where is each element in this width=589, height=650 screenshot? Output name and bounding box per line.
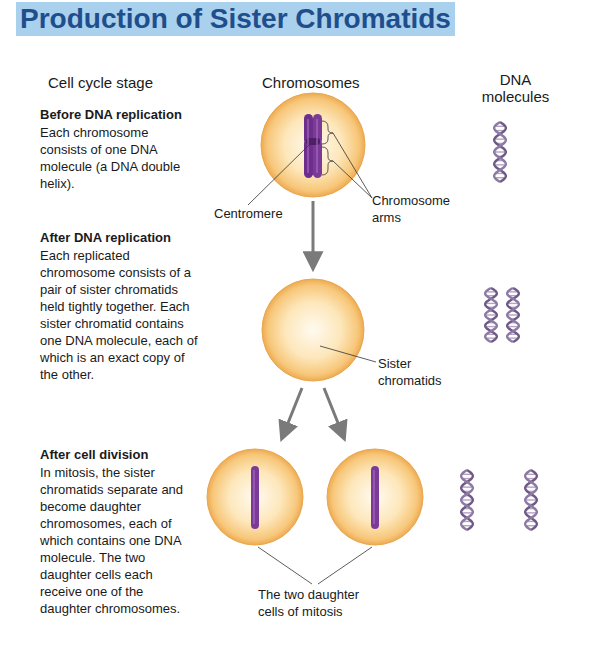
cell [262, 279, 364, 381]
cell [261, 93, 365, 197]
leader-line [333, 133, 372, 198]
stage-description: Each chromosome consists of one DNA mole… [40, 124, 190, 192]
dna-double-helix [485, 288, 497, 342]
dna-double-helix [461, 470, 473, 530]
stage-description: In mitosis, the sister chromatids separa… [40, 464, 192, 617]
process-arrow [312, 201, 315, 268]
page-title: Production of Sister Chromatids [16, 2, 455, 36]
dna-double-helix [525, 470, 537, 530]
process-arrow [324, 388, 344, 438]
leader-line [333, 161, 372, 198]
leader-line [320, 346, 376, 362]
stage-description: Each replicated chromosome consists of a… [40, 247, 200, 383]
leader-line [248, 145, 309, 205]
bracket [322, 147, 333, 175]
daughter-cell [327, 449, 423, 545]
stage-heading: After DNA replication [40, 229, 215, 246]
stage-heading: After cell division [40, 446, 215, 463]
dna-double-helix [494, 122, 506, 182]
replicated-chromosome [304, 114, 322, 178]
dna-double-helix [507, 288, 519, 342]
part-label: Chromosome arms [372, 192, 462, 226]
part-label: Sister chromatids [378, 355, 463, 389]
process-arrow [282, 388, 302, 438]
daughter-cell [207, 449, 303, 545]
leader-line [258, 547, 312, 584]
daughter-chromosome [371, 466, 379, 529]
column-heading: DNA molecules [478, 71, 553, 105]
dna-helices [461, 122, 537, 530]
column-heading: Cell cycle stage [48, 74, 198, 91]
daughter-chromosome [251, 466, 259, 529]
stage-heading: Before DNA replication [40, 106, 215, 123]
bracket [322, 121, 333, 144]
column-heading: Chromosomes [262, 74, 382, 91]
part-label: The two daughter cells of mitosis [258, 586, 388, 620]
leader-line [318, 547, 372, 584]
part-label: Centromere [214, 205, 304, 222]
